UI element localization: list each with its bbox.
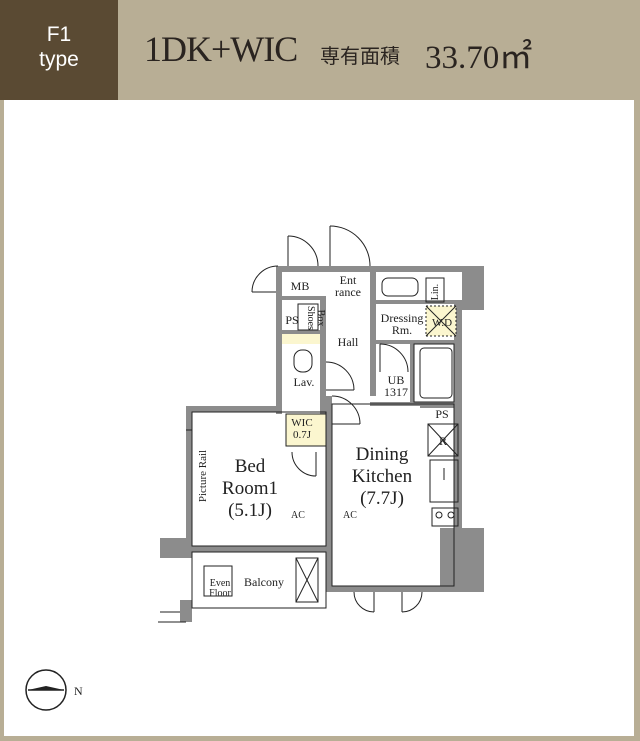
bed-label-3: (5.1J) (228, 500, 272, 521)
dining-label-2: Kitchen (352, 466, 413, 487)
ub-label-2: 1317 (384, 385, 408, 399)
dressing-label-2: Rm. (392, 323, 412, 337)
wic-label-2: 0.7J (293, 429, 312, 441)
dressing-label-1: Dressing (381, 311, 424, 325)
entrance-label-1: Ent (340, 273, 357, 287)
lav-highlight (282, 334, 320, 344)
floor-plan-panel: MB Ent rance PS Dressing Rm. W.D Hall La… (4, 100, 634, 736)
r-label: R (439, 434, 447, 448)
entrance-label-2: rance (335, 285, 361, 299)
even-floor-label-2: Floor (209, 588, 231, 599)
ps-right-label: PS (435, 407, 448, 421)
wd-label: W.D (432, 317, 452, 329)
balcony-label: Balcony (244, 575, 284, 589)
ps-top-label: PS (285, 313, 298, 327)
door-swings (251, 225, 423, 613)
wic-space (285, 413, 327, 447)
compass-label: N (74, 684, 83, 698)
shoes-box-label-1: Shoes (305, 306, 316, 330)
area-label: 専有面積 (320, 44, 400, 68)
compass-circle (25, 669, 67, 711)
wic-label-1: WIC (291, 417, 312, 429)
dining-label-1: Dining (356, 444, 409, 465)
header: F1 type 1DK+WIC 専有面積 33.70㎡ (0, 0, 640, 100)
compass: N (25, 669, 83, 711)
ac-label-1: AC (291, 510, 305, 521)
type-code: F1 (46, 23, 72, 46)
lav-label: Lav. (294, 375, 315, 389)
ub-label-1: UB (388, 373, 405, 387)
type-badge: F1 type (0, 0, 118, 100)
room-outlines (158, 277, 459, 623)
even-floor-label-1: Even (210, 578, 231, 589)
ac-label-2: AC (343, 510, 357, 521)
lin-label: Lin. (430, 284, 441, 300)
dining-label-3: (7.7J) (360, 488, 404, 509)
shoes-box-label-2: Box (315, 310, 326, 327)
main-room-labels: Bed Room1 (5.1J) Dining Kitchen (7.7J) (222, 444, 413, 521)
picture-rail-label: Picture Rail (197, 450, 209, 502)
layout-title: 1DK+WIC (144, 29, 298, 69)
mb-label: MB (291, 279, 310, 293)
area-value: 33.70㎡ (425, 40, 533, 76)
compass-arrow-icon (28, 686, 64, 690)
bed-label-2: Room1 (222, 478, 278, 499)
bed-label-1: Bed (235, 456, 266, 477)
room-labels: MB Ent rance PS Dressing Rm. W.D Hall La… (209, 273, 452, 599)
type-word: type (39, 48, 79, 71)
walls (160, 266, 484, 622)
hall-label: Hall (338, 335, 359, 349)
floor-plan: MB Ent rance PS Dressing Rm. W.D Hall La… (25, 225, 484, 711)
